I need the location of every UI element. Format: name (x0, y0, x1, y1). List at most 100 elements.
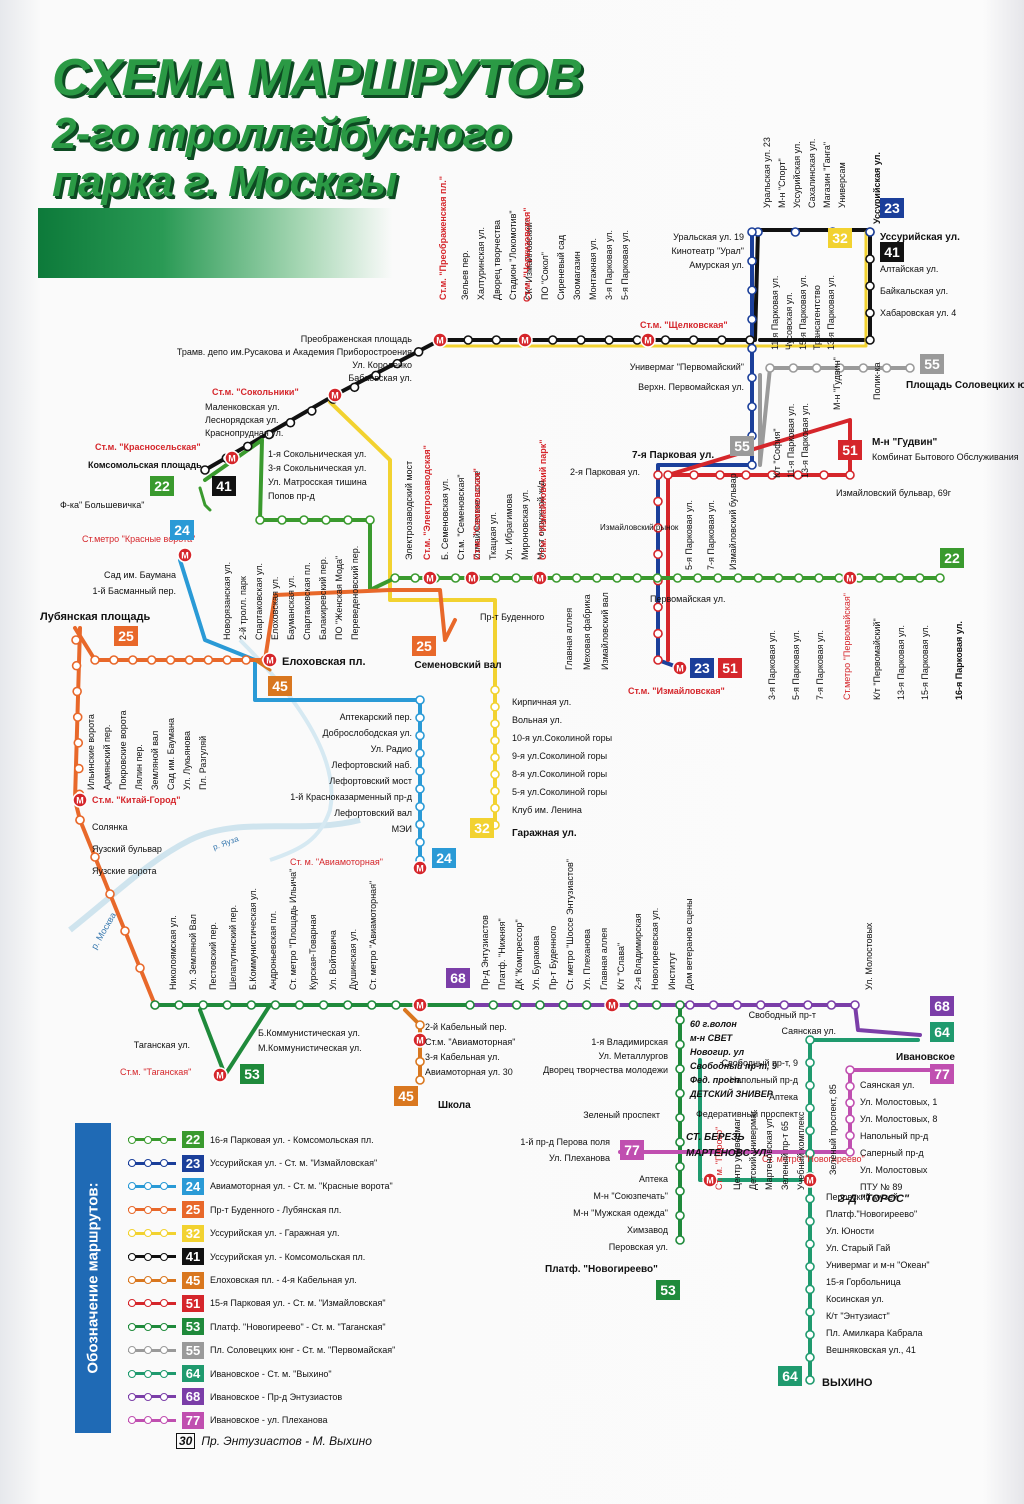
stop-label: 1-я Владимирская (591, 1037, 668, 1047)
stop-dot (628, 1000, 639, 1010)
stop-label: Ст. метро "Шоссе Энтузиастов" (565, 859, 575, 990)
stop-dot (246, 1000, 257, 1010)
route-51-badge-number: 51 (722, 660, 738, 676)
route-77-badge-number: 77 (624, 1142, 640, 1158)
stop-dot (491, 335, 502, 345)
stop-dot (675, 1015, 685, 1025)
stop-dot (865, 227, 875, 237)
stop-label: Уссурийская ул. (872, 152, 882, 224)
stop-dot (805, 1216, 815, 1227)
stop-label: Шелапутинский пер. (228, 905, 238, 990)
stop-label: Ильинские ворота (86, 714, 96, 790)
stop-label: Кинотеатр "Урал" (672, 246, 744, 256)
stop-label: Ф-ка" Большевичка" (60, 500, 144, 510)
stop-label: Ст.м. "Черкизовская" (522, 208, 532, 303)
stop-label: Измайловское шоссе (472, 471, 482, 560)
stop-dot (321, 515, 331, 525)
metro-station-icon (464, 570, 480, 586)
route-51-badge (838, 440, 862, 460)
legend-route-description: 15-я Парковая ул. - Ст. м. "Измайловская… (210, 1298, 386, 1309)
stop-dot (745, 335, 755, 345)
stop-label: Фед. просп. (690, 1075, 742, 1085)
stop-dot (410, 573, 420, 583)
route-41-badge-number: 41 (216, 478, 232, 494)
stop-dot (675, 1186, 685, 1196)
stop-dot (805, 1148, 815, 1159)
stop-label: Ул. Короленко (352, 360, 412, 370)
stop-dot (277, 515, 287, 525)
stop-label: МЭИ (392, 824, 412, 834)
stop-dot (747, 285, 757, 296)
stop-label: Главная аллея (564, 608, 574, 670)
route-24-badge (170, 520, 194, 540)
metro-m-glyph: M (416, 1001, 424, 1011)
stop-label: Лефортовский вал (334, 808, 412, 818)
stop-label: Аптека (769, 1092, 798, 1102)
stop-dot (547, 335, 558, 345)
stop-label: 5-я Парковая ул. (684, 500, 694, 570)
stop-label: 2-й Кабельный пер. (425, 1022, 507, 1032)
stop-dot (632, 573, 643, 583)
stop-dot (174, 1000, 184, 1010)
stop-dot (75, 815, 85, 825)
stop-label: 3-я Парковая ул. (767, 630, 777, 700)
stop-label: Зоомагазин (572, 251, 582, 300)
stop-label: Байкальская ул. (880, 286, 948, 296)
stop-dot (675, 1137, 685, 1148)
stop-dot (413, 347, 424, 357)
stop-label: 1-й пр-д Перова поля (520, 1137, 610, 1147)
stop-dot (135, 963, 145, 973)
stop-label: Балакиревский пер. (318, 557, 328, 640)
metro-m-glyph: M (416, 864, 424, 874)
stop-dot (120, 926, 130, 936)
stop-dot (811, 363, 822, 373)
stop-label: М-н "Гудвин" (832, 357, 842, 410)
stop-label: Сад им. Баумана (166, 718, 176, 790)
stop-dot (391, 1000, 401, 1010)
stop-dot (511, 573, 521, 583)
stop-label: Пр-д Энтузиастов (480, 915, 490, 990)
stop-dot (558, 1000, 569, 1010)
metro-m-glyph: M (416, 1036, 424, 1046)
stop-dot (805, 1193, 815, 1204)
route-64-badge-number: 64 (934, 1024, 950, 1040)
stop-dot (747, 227, 757, 237)
stop-label: Первомайская ул. (650, 594, 725, 604)
legend-line-sample (128, 1346, 176, 1355)
route-24-badge-number: 24 (436, 850, 452, 866)
route-24-badge (432, 848, 456, 868)
stop-label: Елоховская ул. (270, 577, 280, 640)
stop-label: К/т "Первомайский" (872, 618, 882, 700)
route-68-badge-number: 68 (934, 998, 950, 1014)
stop-dot (653, 470, 663, 480)
stop-label: Гаражная ул. (512, 828, 577, 839)
stop-dot (845, 1065, 855, 1075)
stop-label: Преображенская площадь (301, 334, 413, 344)
stop-label: Перовский музей (826, 1192, 898, 1202)
metro-m-glyph: M (806, 1176, 814, 1186)
legend-route-number: 64 (182, 1365, 204, 1383)
stop-label: М-н "Мужская одежда" (573, 1208, 668, 1218)
route-32-line (438, 230, 868, 348)
route-25-badge-number: 25 (118, 628, 134, 644)
stop-label: 7-я Парковая ул. (815, 630, 825, 700)
stop-dot (793, 470, 803, 480)
stop-label: Ст. метро "Площадь Ильича" (288, 869, 298, 990)
stop-label: Косинская ул. (826, 1294, 884, 1304)
stop-label: Леснорядская ул. (205, 415, 279, 425)
stop-dot (741, 470, 751, 480)
stop-label: Перовская ул. (609, 1242, 668, 1252)
stop-dot (747, 343, 757, 354)
stop-dot (779, 1000, 790, 1010)
route-32-badge-number: 32 (832, 230, 848, 246)
stop-label: 9-я ул.Соколиной горы (512, 751, 607, 761)
stop-label: Напольный пр-д (730, 1075, 799, 1085)
stop-label: Ст.м. "Сокольники" (212, 387, 299, 397)
stop-dot (165, 655, 176, 665)
stop-label: 15-я Парковая ул. (798, 275, 808, 350)
stop-dot (392, 358, 403, 369)
stop-dot (264, 429, 274, 440)
legend-route-description: Уссурийская ул. - Ст. м. "Измайловская" (210, 1158, 378, 1169)
